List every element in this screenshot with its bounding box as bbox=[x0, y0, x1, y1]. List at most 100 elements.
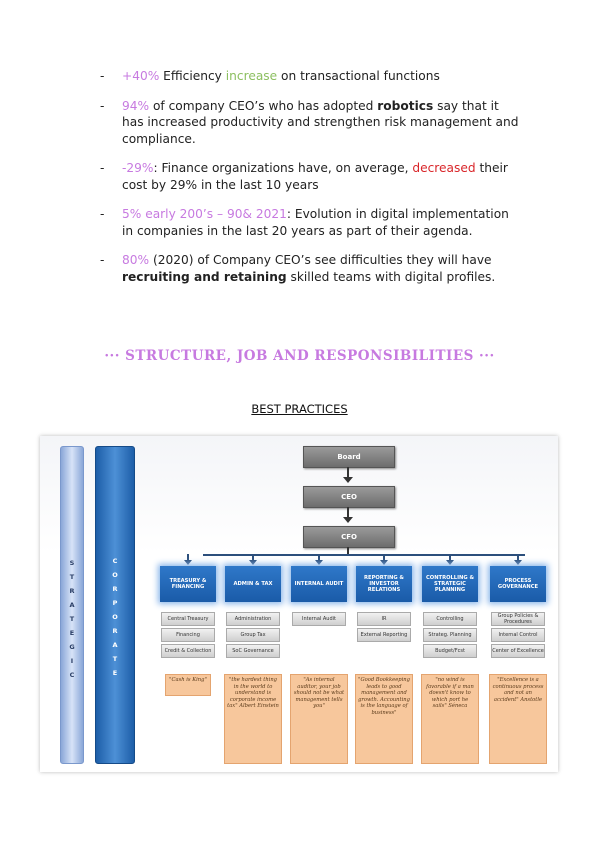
branch-tick bbox=[383, 554, 385, 563]
quote-box: "Good Bookkeeping leads to good manageme… bbox=[355, 674, 413, 764]
department-box: INTERNAL AUDIT bbox=[291, 566, 347, 602]
branch-tick bbox=[318, 554, 320, 563]
department-box: REPORTING & INVESTOR RELATIONS bbox=[356, 566, 412, 602]
pillar-letter: C bbox=[112, 557, 118, 565]
pillar-letter: T bbox=[112, 655, 118, 663]
bullet-text: skilled teams with digital profiles. bbox=[286, 269, 496, 284]
arrowhead bbox=[249, 560, 257, 565]
arrowhead bbox=[514, 560, 522, 565]
sub-function-box: Credit & Collection bbox=[161, 644, 215, 658]
pillar-letter: R bbox=[112, 627, 118, 635]
sub-function-box: Center of Excellence bbox=[491, 644, 545, 658]
department-box: ADMIN & TAX bbox=[225, 566, 281, 602]
pillar-letter: A bbox=[112, 641, 118, 649]
quote-box: "As internal auditor, your job should no… bbox=[290, 674, 348, 764]
bullet-item-robotics: - 94% of company CEO’s who has adopted r… bbox=[100, 98, 520, 148]
sub-function-box: Controlling bbox=[423, 612, 477, 626]
quote-box: "the hardest thing in the world to under… bbox=[224, 674, 282, 764]
quote-box: "Excellence is a continuous process and … bbox=[489, 674, 547, 764]
bullet-text: : Finance organizations have, on average… bbox=[153, 161, 413, 175]
pillar-letter: I bbox=[70, 657, 74, 665]
branch-line bbox=[203, 554, 525, 556]
keyword-highlight: decreased bbox=[412, 161, 476, 175]
arrowhead bbox=[343, 517, 353, 523]
sub-function-box: Internal Audit bbox=[292, 612, 346, 626]
stat-highlight: 80% bbox=[122, 253, 150, 267]
sub-function-box: Administration bbox=[226, 612, 280, 626]
bullet-text: Efficiency bbox=[159, 69, 226, 83]
pillar-letter: E bbox=[112, 669, 118, 677]
bullet-item-efficiency: - +40% Efficiency increase on transactio… bbox=[100, 68, 520, 85]
sub-function-box: IR bbox=[357, 612, 411, 626]
branch-tick bbox=[252, 554, 254, 563]
bullet-item-digital: - 5% early 200’s – 90& 2021: Evolution i… bbox=[100, 206, 520, 239]
bullet-text: (2020) of Company CEO’s see difficulties… bbox=[149, 253, 492, 267]
stat-highlight: -29% bbox=[122, 161, 154, 175]
arrowhead bbox=[343, 477, 353, 483]
arrowhead bbox=[184, 560, 192, 565]
board-ceo-arrow bbox=[347, 467, 349, 477]
sub-function-box: Strateg. Planning bbox=[423, 628, 477, 642]
bullet-dash: - bbox=[100, 98, 105, 113]
board-box: Board bbox=[303, 446, 395, 468]
branch-tick bbox=[187, 554, 189, 563]
keyword-highlight: increase bbox=[225, 69, 278, 83]
stat-highlight: 5% early 200’s – 90& 2021 bbox=[122, 207, 287, 221]
department-box: TREASURY & FINANCING bbox=[160, 566, 216, 602]
branch-tick bbox=[517, 554, 519, 563]
bullet-list: - +40% Efficiency increase on transactio… bbox=[100, 68, 520, 298]
pillar-letter: E bbox=[69, 629, 75, 637]
bullet-dash: - bbox=[100, 207, 105, 221]
sub-function-box: Financing bbox=[161, 628, 215, 642]
cfo-box: CFO bbox=[303, 526, 395, 548]
arrowhead bbox=[315, 560, 323, 565]
sub-function-box: SoC Governance bbox=[226, 644, 280, 658]
pillar-letter: T bbox=[69, 573, 75, 581]
stat-highlight: 94% bbox=[122, 98, 150, 113]
pillar-letter: S bbox=[69, 559, 75, 567]
cfo-branch-line bbox=[347, 547, 349, 555]
sub-function-box: Internal Control bbox=[491, 628, 545, 642]
pillar-letter: P bbox=[112, 599, 118, 607]
pillar-letter: T bbox=[69, 615, 75, 623]
pillar-letter: C bbox=[69, 671, 75, 679]
pillar-letter: R bbox=[112, 585, 118, 593]
bullet-item-recruiting: - 80% (2020) of Company CEO’s see diffic… bbox=[100, 252, 520, 285]
bullet-text: : Evolution in digital implementation in… bbox=[122, 207, 509, 238]
arrowhead bbox=[380, 560, 388, 565]
bullet-text: of company CEO’s who has adopted bbox=[149, 98, 378, 113]
keyword-highlight: robotics bbox=[377, 98, 434, 113]
bullet-text: say that it has increased productivity a… bbox=[122, 98, 519, 146]
quote-box: "no wind is favorable if a man doesn't k… bbox=[421, 674, 479, 764]
bullet-dash: - bbox=[100, 161, 105, 175]
stat-highlight: +40% bbox=[122, 69, 160, 83]
sub-function-box: Group Policies & Procedures bbox=[491, 612, 545, 626]
best-practices-heading: BEST PRACTICES bbox=[251, 402, 348, 416]
sub-function-box: External Reporting bbox=[357, 628, 411, 642]
bullet-text: their cost by 29% in the last 10 years bbox=[122, 161, 508, 192]
bullet-dash: - bbox=[100, 253, 105, 267]
department-box: CONTROLLING & STRATEGIC PLANNING bbox=[422, 566, 478, 602]
quote-box: "Cash is King" bbox=[165, 674, 211, 696]
pillar-letter: O bbox=[112, 613, 118, 621]
pillar-letter: R bbox=[69, 587, 75, 595]
ceo-cfo-arrow bbox=[347, 507, 349, 517]
bullet-item-cost: - -29%: Finance organizations have, on a… bbox=[100, 160, 520, 193]
section-title: ··· STRUCTURE, JOB AND RESPONSIBILITIES … bbox=[104, 348, 495, 364]
pillar-letter: O bbox=[112, 571, 118, 579]
sub-function-box: Group Tax bbox=[226, 628, 280, 642]
ceo-box: CEO bbox=[303, 486, 395, 508]
department-box: PROCESS GOVERNANCE bbox=[490, 566, 546, 602]
pillar-letter: A bbox=[69, 601, 75, 609]
keyword-highlight: recruiting and retaining bbox=[122, 269, 287, 284]
arrowhead bbox=[446, 560, 454, 565]
sub-function-box: Central Treasury bbox=[161, 612, 215, 626]
sub-function-box: Budget/Fcst bbox=[423, 644, 477, 658]
branch-tick bbox=[449, 554, 451, 563]
pillar-letter: G bbox=[69, 643, 75, 651]
